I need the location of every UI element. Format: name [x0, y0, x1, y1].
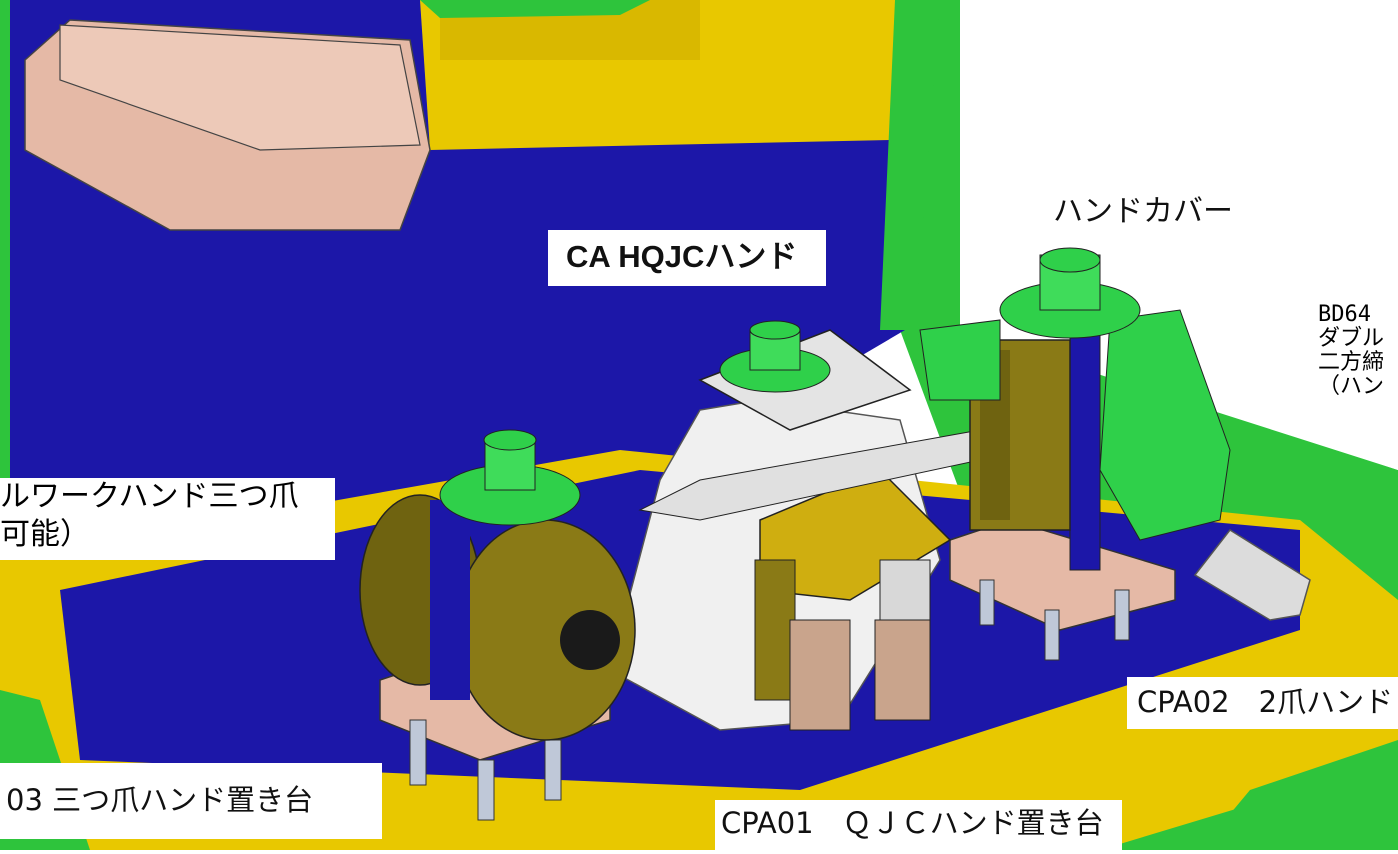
three-jaw-chuck: [359, 494, 636, 741]
label-hand-cover: ハンドカバー: [1045, 190, 1241, 234]
green-hand-left: [439, 429, 581, 526]
label-ca-hqjc-hand: CA HQJCハンド: [548, 230, 826, 286]
label-three-jaw-block: ルワークハンド三つ爪 可能）: [0, 478, 335, 560]
mid-green-strip: [880, 0, 940, 330]
stand-legs: [409, 579, 1130, 821]
label-bd64-line2: ダブル: [1318, 326, 1385, 351]
corner-bracket: [1193, 529, 1311, 621]
base-green-right: [1200, 740, 1398, 850]
two-jaw-hand: [919, 247, 1231, 571]
label-bd64-line3: 二方締: [1318, 350, 1385, 375]
top-green-lid: [420, 0, 650, 18]
green-hand-center: [719, 320, 831, 393]
label-bd64-line1: BD64: [1318, 303, 1371, 327]
label-three-jaw-line2: 可能）: [0, 517, 90, 552]
parts-box-inner: [59, 24, 421, 151]
label-bd64-line4: （ハン: [1318, 374, 1385, 399]
label-cpa01: CPA01 ＱＪＣハンド置き台: [715, 800, 1122, 850]
label-stand-03: 03 三つ爪ハンド置き台: [0, 763, 382, 839]
label-three-jaw-line1: ルワークハンド三つ爪: [0, 479, 299, 514]
label-cpa02: CPA02 2爪ハンド: [1127, 677, 1398, 729]
label-bd64-block: BD64 ダブル 二方締 （ハン: [1318, 303, 1398, 399]
center-qjc-hand: [638, 429, 981, 731]
